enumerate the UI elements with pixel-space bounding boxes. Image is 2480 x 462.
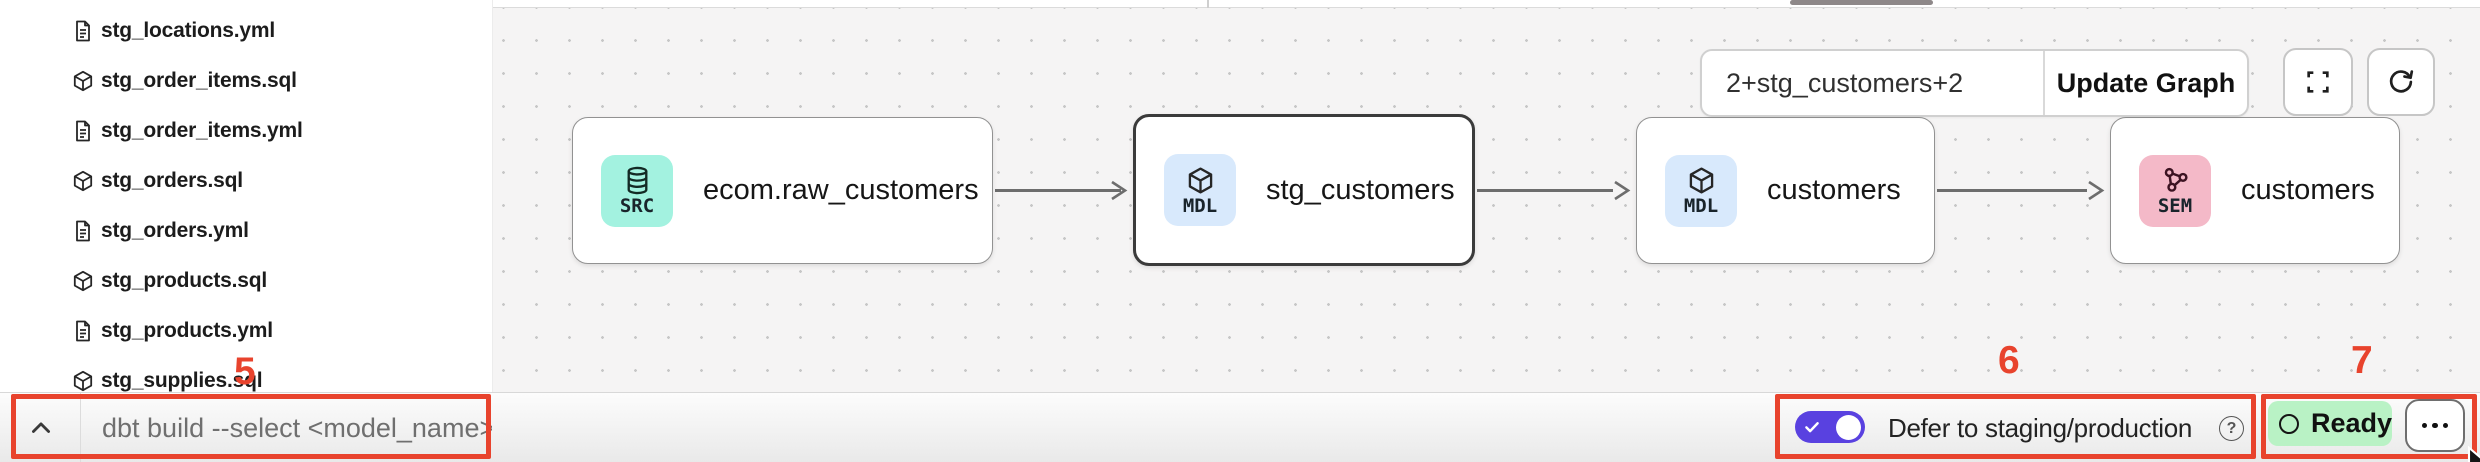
annotation-number-6: 6: [1998, 339, 2020, 382]
refresh-button[interactable]: [2367, 48, 2435, 116]
pane-top-strip: [493, 0, 2480, 8]
annotation-number-5: 5: [234, 350, 256, 393]
cube-icon: [71, 369, 95, 392]
chevron-up-icon: [27, 414, 55, 442]
help-icon[interactable]: ?: [2219, 416, 2244, 441]
database-icon: [622, 165, 653, 196]
lineage-selector-input[interactable]: [1702, 51, 2043, 115]
annotation-number-7: 7: [2351, 339, 2373, 382]
lineage-edge: [1937, 189, 2087, 192]
file-tree-item-stg_locations.yml[interactable]: stg_locations.yml: [0, 6, 492, 56]
file-tree-item-stg_order_items.sql[interactable]: stg_order_items.sql: [0, 56, 492, 106]
file-tree-item-stg_supplies.sql[interactable]: stg_supplies.sql: [0, 356, 492, 392]
file-tree-item-stg_order_items.yml[interactable]: stg_order_items.yml: [0, 106, 492, 156]
status-label: Ready: [2311, 408, 2393, 438]
fullscreen-button[interactable]: [2283, 48, 2353, 116]
status-badge[interactable]: Ready: [2268, 401, 2392, 446]
node-type-badge: SRC: [601, 154, 673, 227]
command-bar-divider: [80, 393, 81, 462]
lineage-edge: [1477, 189, 1613, 192]
defer-label: Defer to staging/production: [1888, 412, 2193, 443]
lineage-edge: [995, 189, 1121, 192]
toggle-knob: [1836, 414, 1861, 440]
fullscreen-icon: [2302, 66, 2334, 98]
edge-arrow-icon: [1607, 177, 1634, 204]
node-type-badge: MDL: [1665, 154, 1737, 227]
expand-command-bar-button[interactable]: [20, 408, 62, 448]
cube-icon: [71, 269, 95, 293]
mouse-cursor-icon: [2462, 445, 2480, 462]
check-icon: [1803, 418, 1821, 436]
bottom-command-bar: Defer to staging/production ? Ready: [0, 392, 2480, 462]
node-type-badge: SEM: [2139, 154, 2211, 227]
edge-arrow-icon: [2081, 177, 2108, 204]
status-circle-icon: [2279, 413, 2299, 434]
cube-icon: [1185, 165, 1216, 196]
dbt-command-input[interactable]: [102, 393, 492, 462]
more-options-button[interactable]: [2405, 399, 2465, 452]
file-icon: [71, 319, 95, 343]
cube-icon: [71, 69, 95, 93]
lineage-selector-box: Update Graph: [1700, 49, 2249, 117]
defer-toggle[interactable]: [1795, 411, 1865, 443]
file-tree-item-stg_products.sql[interactable]: stg_products.sql: [0, 256, 492, 306]
ellipsis-icon: [2421, 422, 2449, 429]
pane-divider: [1207, 0, 1209, 8]
file-tree-item-stg_orders.sql[interactable]: stg_orders.sql: [0, 156, 492, 206]
refresh-icon: [2385, 66, 2417, 98]
edge-arrow-icon: [1104, 177, 1131, 204]
file-icon: [71, 119, 95, 143]
file-icon: [71, 219, 95, 243]
horizontal-scrollbar-thumb[interactable]: [1790, 0, 1933, 5]
file-icon: [71, 19, 95, 43]
selector-divider: [2043, 51, 2045, 115]
update-graph-button[interactable]: Update Graph: [2045, 51, 2247, 115]
cube-icon: [1686, 165, 1717, 196]
file-tree-item-stg_orders.yml[interactable]: stg_orders.yml: [0, 206, 492, 256]
cube-icon: [71, 169, 95, 193]
semantic-icon: [2160, 165, 2191, 196]
file-tree-item-stg_products.yml[interactable]: stg_products.yml: [0, 306, 492, 356]
node-type-badge: MDL: [1164, 154, 1236, 226]
